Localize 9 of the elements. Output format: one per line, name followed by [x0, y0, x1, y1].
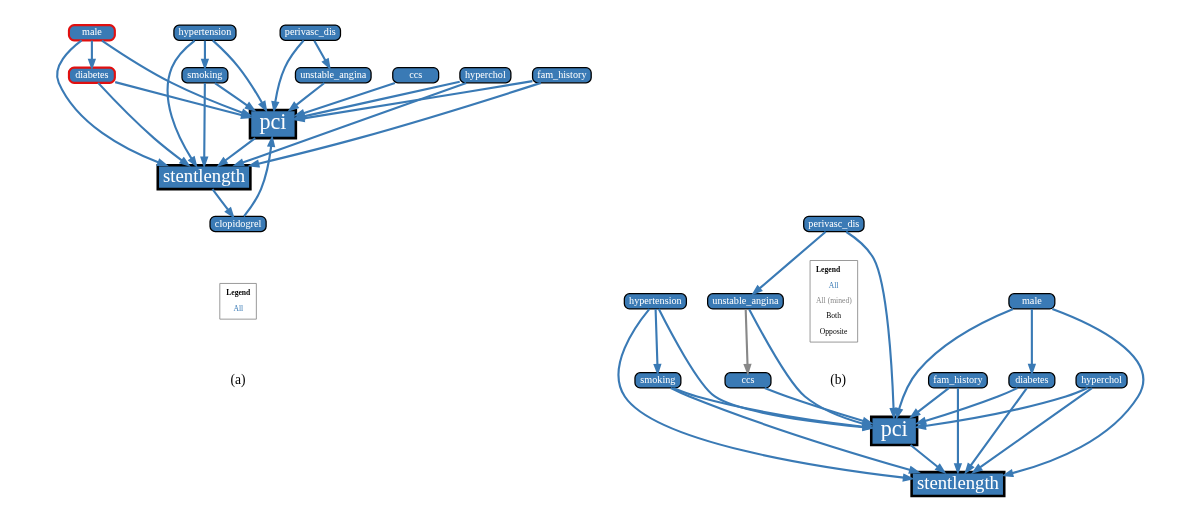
legend-label: Both: [825, 311, 841, 321]
label: Legend: [225, 287, 250, 297]
legend-label: All (mined): [815, 296, 852, 306]
legend-label: All: [828, 280, 838, 290]
label: (b): [829, 371, 846, 387]
legend-label: Opposite: [819, 326, 847, 336]
label: (a): [230, 371, 246, 387]
label: Legend: [815, 264, 840, 274]
legend-label: All: [232, 303, 243, 313]
